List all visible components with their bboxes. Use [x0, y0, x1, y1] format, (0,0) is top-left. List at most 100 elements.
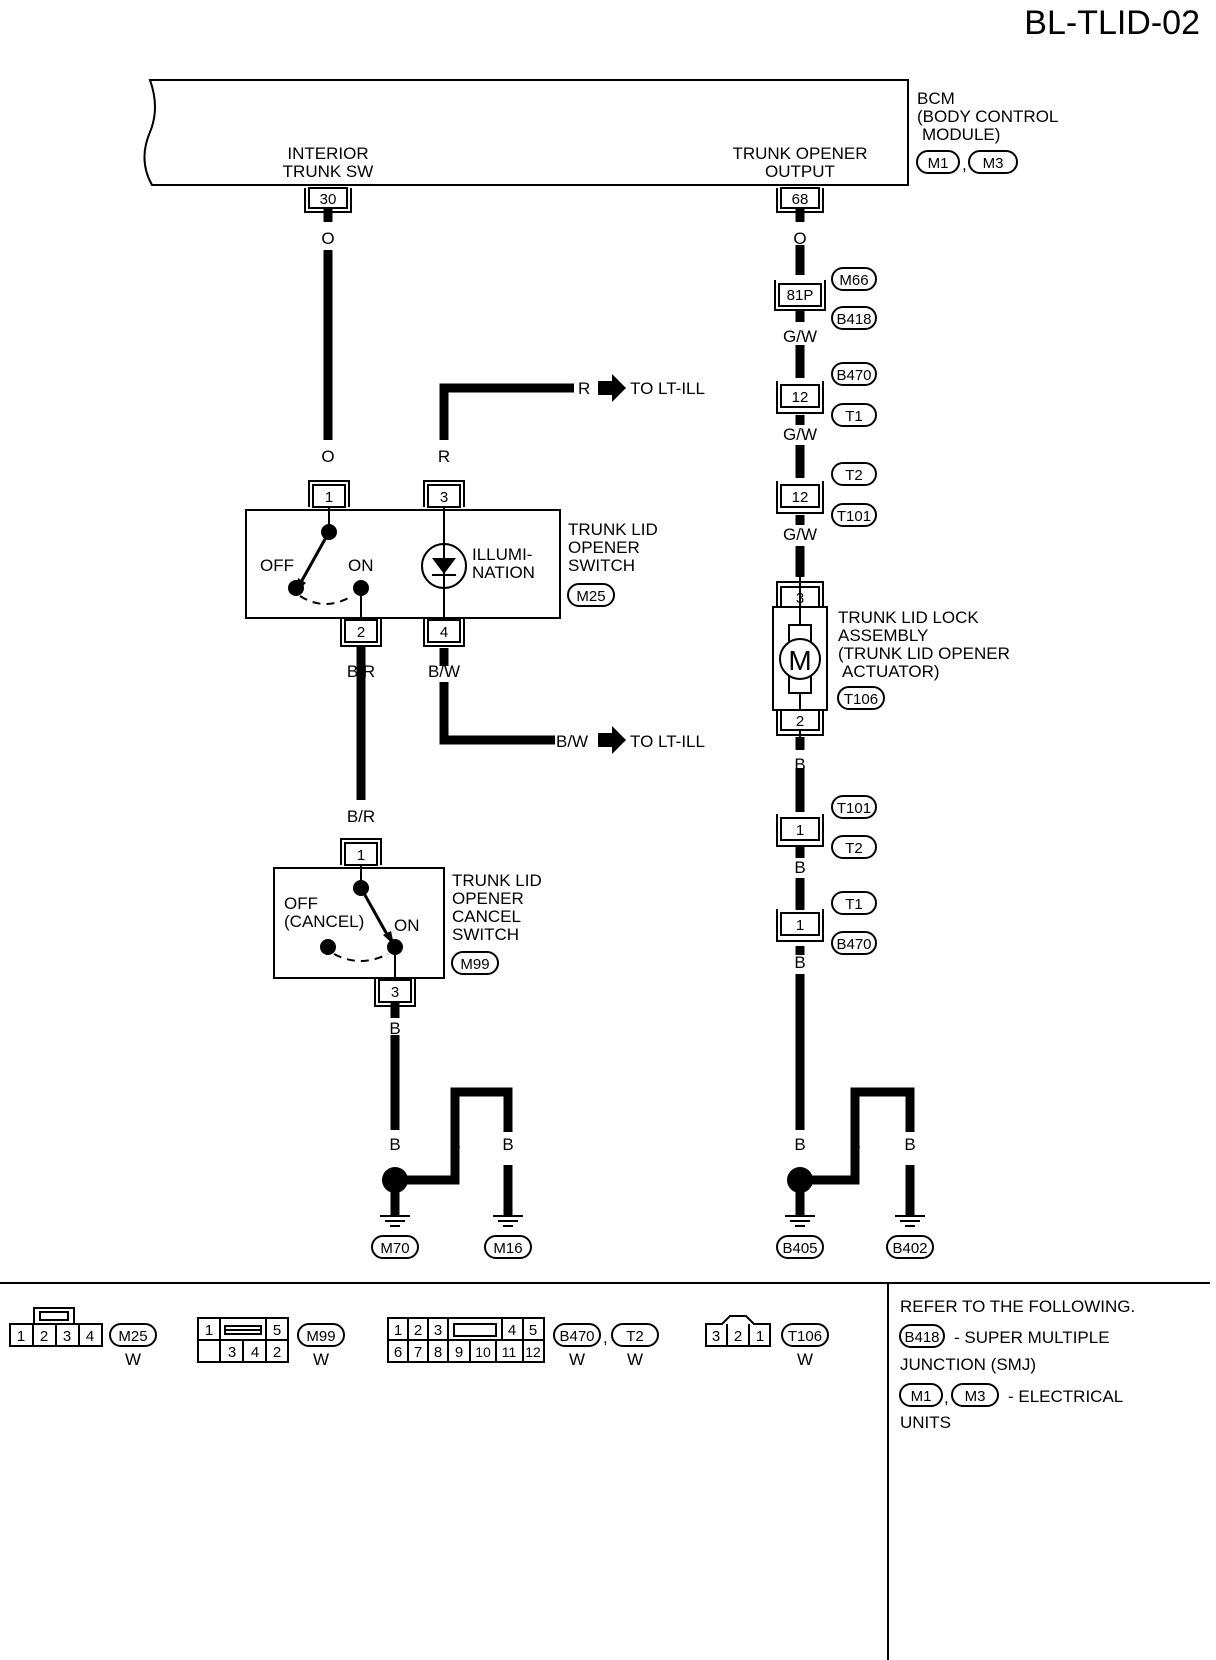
connector-12-lower: 12: [776, 481, 824, 514]
bcm-unit: BCM (BODY CONTROL MODULE) M1 , M3 INTERI…: [143, 79, 1058, 186]
svg-text:3: 3: [712, 1328, 720, 1345]
refer-m3: M3: [951, 1383, 999, 1407]
wire-color-b-gnd2: B: [449, 1135, 460, 1154]
opener-name-2: OPENER: [568, 538, 640, 557]
svg-text:1: 1: [205, 1322, 213, 1339]
svg-text:3: 3: [228, 1344, 236, 1361]
page-title: BL-TLID-02: [1024, 4, 1200, 42]
svg-text:3: 3: [434, 1322, 442, 1339]
svg-text:,: ,: [603, 1328, 608, 1347]
svg-text:M16: M16: [493, 1240, 522, 1257]
lock-name-2: ASSEMBLY: [838, 626, 928, 645]
wire-color-b-gnd3: B: [502, 1135, 513, 1154]
svg-text:5: 5: [529, 1322, 537, 1339]
connector-1-upper: 1: [776, 814, 824, 847]
svg-text:6: 6: [394, 1344, 402, 1361]
wire-color-b-r3: B: [794, 953, 805, 972]
ground-m70: M70: [371, 1167, 419, 1259]
opener-switch: 1 3 2 4 OFF ON ILLUMI- NATION TRUNK LID …: [245, 480, 658, 647]
svg-text:B470: B470: [836, 367, 871, 384]
svg-text:1: 1: [796, 917, 804, 934]
ref-t2-lower: T2: [831, 835, 877, 859]
svg-text:3: 3: [63, 1328, 71, 1345]
wire-color-br-bottom: B/R: [347, 807, 375, 826]
svg-text:4: 4: [251, 1344, 259, 1361]
legend-m99: 1 5 3 4 2 M99 W: [197, 1317, 345, 1369]
svg-text:4: 4: [508, 1322, 516, 1339]
svg-text:2: 2: [40, 1328, 48, 1345]
connector-1-lower: 1: [776, 909, 824, 942]
refer-eu-1: - ELECTRICAL: [1008, 1387, 1123, 1406]
connector-81p: 81P: [774, 280, 826, 311]
wire-color-gw-3: G/W: [783, 525, 817, 544]
ref-b418: B418: [831, 306, 877, 330]
wires: [323, 208, 915, 1215]
ref-t101-upper: T101: [831, 503, 877, 527]
svg-text:9: 9: [455, 1344, 463, 1361]
svg-text:M25: M25: [576, 588, 605, 605]
wire-color-br-top: B/R: [347, 662, 375, 681]
wire-color-b-r6: B: [904, 1135, 915, 1154]
svg-text:T1: T1: [845, 896, 863, 913]
svg-text:T106: T106: [788, 1328, 822, 1345]
cancel-on-label: ON: [394, 916, 420, 935]
svg-text:T101: T101: [837, 508, 871, 525]
opener-name-1: TRUNK LID: [568, 520, 658, 539]
svg-text:10: 10: [475, 1344, 491, 1360]
legend-b470-t2: 1 2 3 4 5 6 7 8 9 10 11 12 B470 , T2 W W: [387, 1317, 659, 1369]
ref-m99: M99: [451, 951, 499, 975]
svg-text:T2: T2: [626, 1328, 644, 1345]
bcm-terminal-output-1: TRUNK OPENER: [732, 144, 867, 163]
wire-color-r: R: [438, 447, 450, 466]
svg-text:B418: B418: [836, 311, 871, 328]
refer-m1: M1: [899, 1383, 943, 1407]
lock-pin-2: 2: [796, 713, 804, 730]
ref-t2-upper: T2: [831, 462, 877, 486]
svg-text:W: W: [125, 1350, 141, 1369]
wire-color-bw-top: B/W: [428, 662, 460, 681]
ref-m25: M25: [567, 583, 615, 607]
opener-name-3: SWITCH: [568, 556, 635, 575]
cancel-name-4: SWITCH: [452, 925, 519, 944]
svg-text:T2: T2: [845, 467, 863, 484]
svg-text:M66: M66: [839, 272, 868, 289]
motor-symbol: M: [788, 645, 811, 676]
refer-sep: ,: [944, 1388, 949, 1407]
to-lt-ill-lower: TO LT-ILL: [598, 726, 705, 754]
refer-smj-2: JUNCTION (SMJ): [900, 1355, 1036, 1374]
refer-eu-2: UNITS: [900, 1413, 951, 1432]
svg-text:T1: T1: [845, 408, 863, 425]
cancel-switch: 1 3 OFF (CANCEL) ON TRUNK LID OPENER CAN…: [273, 838, 542, 1007]
bcm-terminal-interior-1: INTERIOR: [287, 144, 368, 163]
wire-color-o-top: O: [321, 229, 334, 248]
wire-color-labels: O O R R B/R B/W B/W B/R B B B B O G/W G/…: [321, 229, 915, 1154]
svg-text:B418: B418: [904, 1329, 939, 1346]
bcm-terminal-interior-2: TRUNK SW: [283, 162, 374, 181]
svg-text:11: 11: [502, 1344, 517, 1360]
svg-text:8: 8: [434, 1344, 442, 1361]
wire-color-b-r5: B: [849, 1135, 860, 1154]
wire-color-b-cancel: B: [389, 1019, 400, 1038]
cancel-off-label-2: (CANCEL): [284, 912, 364, 931]
legend-t106: 3 2 1 T106 W: [705, 1315, 829, 1369]
ref-b470-lower: B470: [831, 931, 877, 955]
ref-t106: T106: [837, 686, 885, 710]
svg-text:12: 12: [792, 389, 809, 406]
svg-text:M3: M3: [983, 155, 1004, 172]
cancel-name-1: TRUNK LID: [452, 871, 542, 890]
to-lt-ill-upper: TO LT-ILL: [598, 374, 705, 402]
bcm-desc-1: (BODY CONTROL: [917, 107, 1058, 126]
svg-text:W: W: [627, 1350, 643, 1369]
ref-t1-lower: T1: [831, 891, 877, 915]
svg-text:M99: M99: [460, 956, 489, 973]
svg-text:1: 1: [796, 822, 804, 839]
svg-text:W: W: [797, 1350, 813, 1369]
svg-text:B402: B402: [892, 1240, 927, 1257]
svg-text:M1: M1: [911, 1388, 932, 1405]
ref-t1-upper: T1: [831, 403, 877, 427]
opener-pin-4: 4: [440, 624, 448, 641]
illumination-label-2: NATION: [472, 563, 535, 582]
cancel-pin-3: 3: [391, 984, 399, 1001]
svg-text:M99: M99: [306, 1328, 335, 1345]
